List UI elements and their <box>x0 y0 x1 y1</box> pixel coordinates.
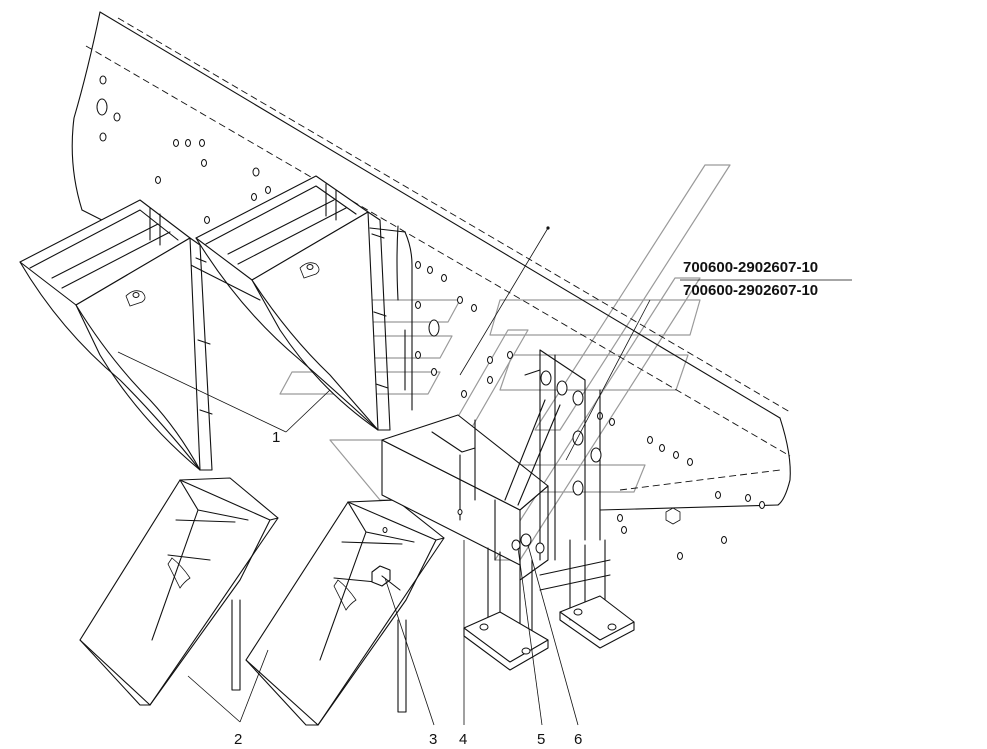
support-pillars <box>463 349 635 671</box>
rail-holes <box>96 75 765 560</box>
callout-4: 4 <box>459 731 467 748</box>
callout-1: 1 <box>272 429 280 446</box>
callout-2: 2 <box>234 731 242 748</box>
fender-left <box>19 199 213 471</box>
callout-6: 6 <box>574 731 582 748</box>
leader-lines <box>117 226 852 726</box>
callout-3: 3 <box>429 731 437 748</box>
mudflap-box-right <box>245 499 445 726</box>
part-number-lower: 700600-2902607-10 <box>683 282 818 299</box>
part-number-upper: 700600-2902607-10 <box>683 259 818 276</box>
washer-nut <box>511 533 545 554</box>
callout-5: 5 <box>537 731 545 748</box>
fender-right <box>195 175 391 431</box>
mudflap-box-left <box>79 477 279 706</box>
